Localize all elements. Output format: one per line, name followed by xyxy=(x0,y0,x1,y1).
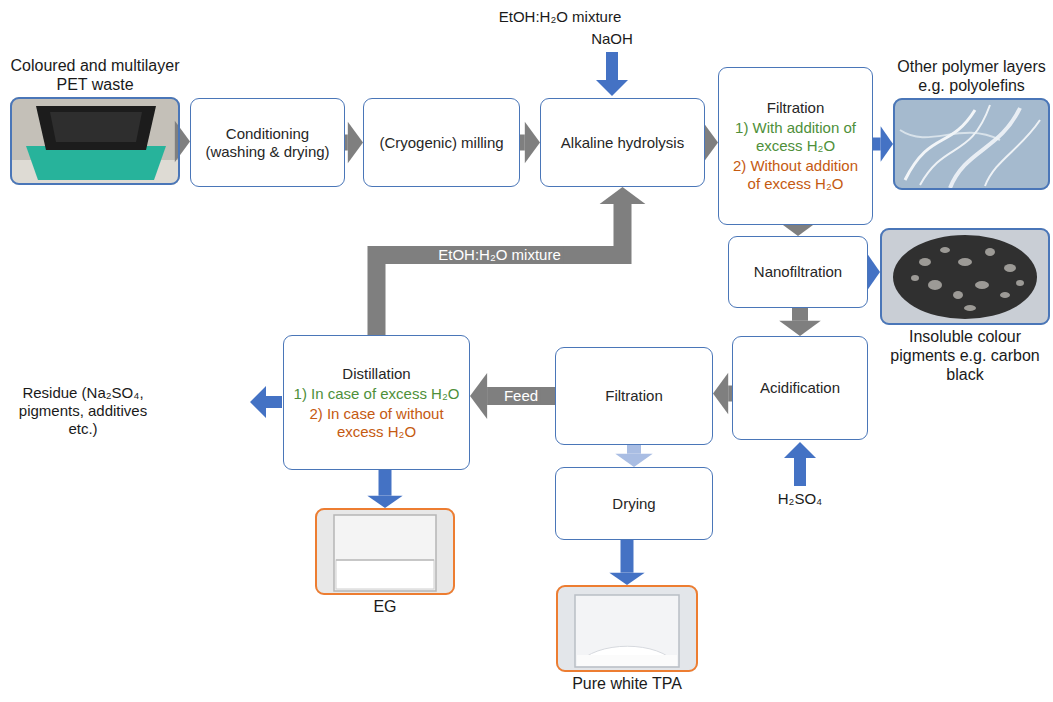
photo-box: Insoluble colour pigments e.g. carbon bl… xyxy=(880,228,1050,325)
step-title: Alkaline hydrolysis xyxy=(561,134,684,152)
arrow-head xyxy=(881,126,893,161)
process-box: (Cryogenic) milling xyxy=(363,98,520,187)
flow-arrow xyxy=(703,122,718,164)
photo-box: EG xyxy=(315,508,455,595)
arrow-shaft xyxy=(487,387,555,405)
arrow-head xyxy=(779,321,821,336)
step-title: Distillation xyxy=(342,365,410,383)
carbon-black-photo xyxy=(880,228,1050,325)
process-box: Conditioning (washing & drying) xyxy=(190,98,345,187)
photo-caption: Coloured and multilayer PET waste xyxy=(10,56,180,94)
step-note: 2) Without addition of excess H₂O xyxy=(728,157,863,193)
flow-label: H₂SO₄ xyxy=(770,490,830,508)
flow-arrow xyxy=(470,373,555,419)
photo-box: Pure white TPA xyxy=(556,585,698,672)
photo-box: Other polymer layers e.g. polyolefins xyxy=(893,98,1050,190)
residue-arrow xyxy=(250,386,282,418)
arrow-label: Feed xyxy=(501,388,541,404)
arrow-shaft xyxy=(792,308,808,321)
arrow-shaft xyxy=(873,138,881,151)
naoh-arrow xyxy=(596,52,628,96)
arrow-head xyxy=(525,122,540,164)
arrow-head xyxy=(367,496,402,508)
step-title: Filtration xyxy=(767,99,825,117)
arrow-head xyxy=(609,573,644,585)
pet-waste-photo xyxy=(10,97,180,185)
flow-arrow xyxy=(779,308,821,336)
flow-arrow xyxy=(868,254,880,289)
arrow-shaft xyxy=(345,135,348,151)
flow-arrow xyxy=(520,122,540,164)
arrow-head xyxy=(600,187,646,204)
arrow-label: EtOH:H₂O mixture xyxy=(435,247,564,263)
process-box: Drying xyxy=(555,467,713,540)
process-box: Acidification xyxy=(732,336,868,440)
arrow-head xyxy=(470,373,487,419)
process-box: Filtration xyxy=(555,347,713,445)
arrow-head xyxy=(348,122,363,164)
step-note: 1) With addition of excess H₂O xyxy=(728,119,863,155)
flow-arrow xyxy=(609,540,644,585)
tpa-photo xyxy=(556,585,698,672)
step-title: Nanofiltration xyxy=(754,263,842,281)
process-box: Nanofiltration xyxy=(728,236,868,308)
step-title: (Cryogenic) milling xyxy=(379,134,503,152)
step-note: 2) In case of without excess H₂O xyxy=(293,405,460,441)
flow-arrow xyxy=(377,187,646,335)
arrow-shaft xyxy=(621,540,634,573)
arrow-head xyxy=(175,121,190,163)
process-box: Filtration 1) With addition of excess H₂O… xyxy=(718,67,873,225)
flow-arrow xyxy=(713,373,732,415)
flow-arrow xyxy=(367,470,402,508)
arrow-head xyxy=(713,373,728,415)
arrow-shaft xyxy=(627,445,641,454)
arrow-shaft xyxy=(379,470,392,496)
photo-caption: EG xyxy=(325,597,445,616)
arrow-head xyxy=(868,254,880,289)
flow-arrow xyxy=(175,121,190,163)
step-title: Conditioning (washing & drying) xyxy=(200,125,335,161)
flow-label: NaOH xyxy=(584,30,640,48)
step-title: Filtration xyxy=(605,387,663,405)
photo-box: Coloured and multilayer PET waste xyxy=(10,97,180,185)
flow-arrow xyxy=(615,445,652,467)
eg-photo xyxy=(315,508,455,595)
process-box: Alkaline hydrolysis xyxy=(540,98,705,187)
photo-caption: Insoluble colour pigments e.g. carbon bl… xyxy=(882,327,1048,385)
step-title: Acidification xyxy=(760,379,840,397)
arrow-head xyxy=(615,454,652,467)
flow-arrow xyxy=(345,122,363,164)
photo-caption: Other polymer layers e.g. polyolefins xyxy=(896,57,1048,95)
flow-arrow xyxy=(873,126,893,161)
process-box: Distillation 1) In case of excess H₂O 2) I… xyxy=(283,335,470,470)
flow-label: Residue (Na₂SO₄, pigments, additives etc… xyxy=(8,384,158,438)
acid-arrow xyxy=(784,442,816,486)
photo-caption: Pure white TPA xyxy=(547,674,707,693)
step-title: Drying xyxy=(612,495,655,513)
flow-label: EtOH:H₂O mixture xyxy=(470,8,650,26)
arrow-head xyxy=(703,122,718,164)
polyolefin-photo xyxy=(893,98,1050,190)
arrow-shaft xyxy=(377,204,623,335)
step-note: 1) In case of excess H₂O xyxy=(294,385,460,403)
arrow-shaft xyxy=(520,135,525,151)
